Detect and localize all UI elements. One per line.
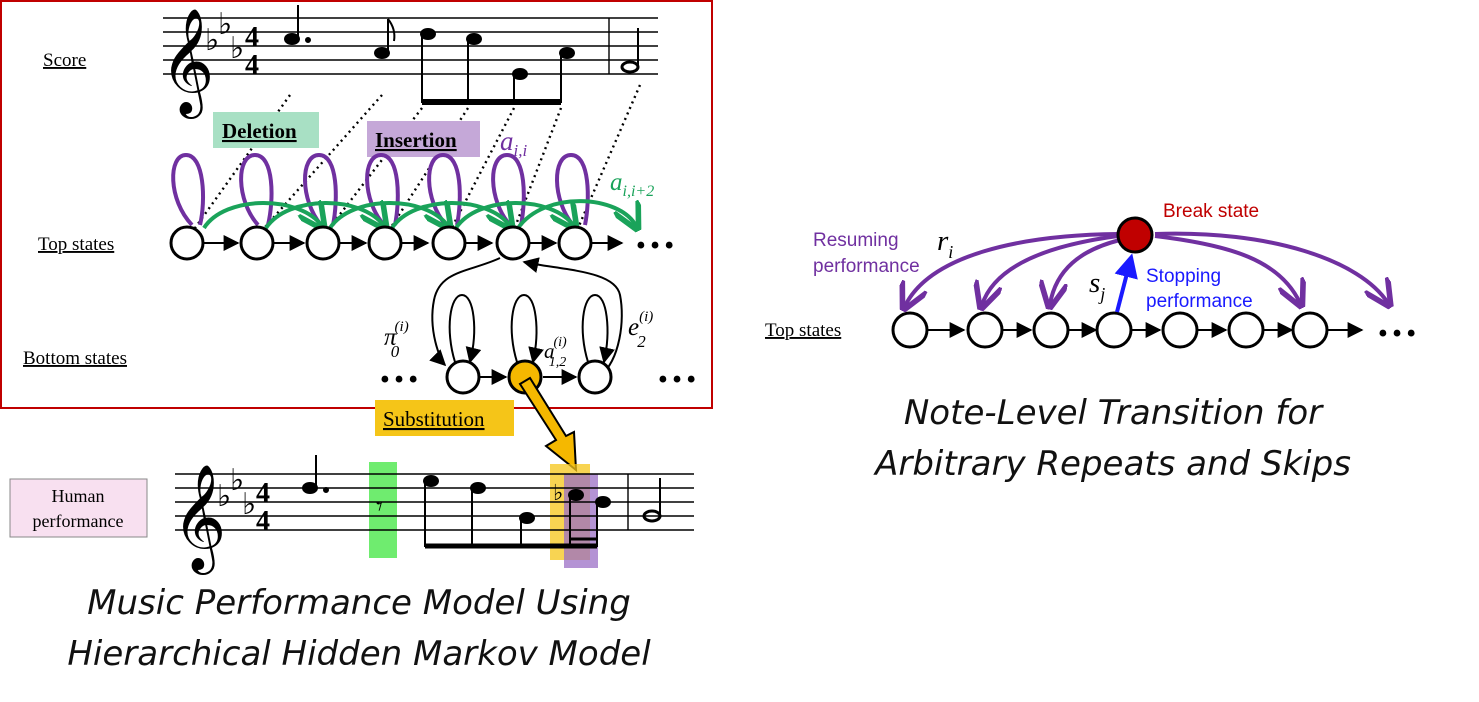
break-state-label: Break state [1163,201,1259,222]
flat-sign-icon: ♭ [217,479,231,514]
substitution-tag-bg [375,400,514,436]
right-top-ellipsis: … [1376,300,1418,346]
right-caption-line2: Arbitrary Repeats and Skips [873,444,1351,484]
resuming-arcs [905,231,1388,306]
time-signature: 4 [256,506,270,537]
break-state-node [1116,216,1154,254]
score-notes [284,5,640,105]
top-state-node [431,225,467,261]
right-top-state-node [1161,311,1199,349]
skip-transition-arcs [202,199,636,228]
human-performance-label: Human [52,486,105,506]
self-transition-loops [171,152,590,227]
top-states-ellipsis: … [634,212,676,258]
right-top-state-node [966,311,1004,349]
aii2-label: ai,i+2 [610,169,654,200]
svg-text:♭: ♭ [553,481,563,506]
time-signature: 4 [245,50,259,81]
human-performance-box [9,478,148,538]
bottom-states-label: Bottom states [23,348,127,369]
alignment-lines [189,84,642,236]
resuming-label: Resuming [813,230,899,251]
stopping-label: Stopping [1146,266,1221,287]
right-top-state-chain: … [891,300,1418,349]
right-caption-line1: Note-Level Transition for [904,393,1324,433]
substitution-tag: Substitution [383,407,485,431]
left-caption-line1: Music Performance Model Using [87,583,631,623]
top-state-chain: … [169,212,676,261]
top-state-node [305,225,341,261]
stopping-arrow [1114,253,1138,313]
time-signature: 4 [245,22,259,53]
treble-clef-icon: 𝄞 [160,7,214,119]
top-state-node [557,225,593,261]
treble-clef-icon: 𝄞 [172,463,226,575]
top-states-label-right: Top states [765,320,841,341]
insertion-tag: Insertion [375,128,457,152]
pi-label: π(i)0 [384,319,409,361]
flat-sign-icon: ♭ [205,23,219,58]
stopping-label: performance [1146,291,1253,312]
time-signature: 4 [256,478,270,509]
resuming-label: performance [813,256,920,277]
flat-sign-icon: ♭ [230,31,244,66]
top-state-node [367,225,403,261]
score-label: Score [43,50,86,71]
substitution-arrow [518,376,578,473]
aii-label: ai,i [500,126,527,160]
top-state-node [169,225,205,261]
e-label: e(i)2 [628,309,653,351]
insertion-tag-bg [367,121,480,157]
r-label: ri [937,225,953,262]
deletion-tag-bg [213,112,319,148]
model-frame [0,0,713,409]
bottom-state-node [445,359,481,395]
s-label: sj [1089,267,1105,304]
deletion-tag: Deletion [222,119,297,143]
flat-sign-icon: ♭ [218,7,232,42]
top-states-label: Top states [38,234,114,255]
right-top-state-node [1032,311,1070,349]
right-top-state-node [1095,311,1133,349]
human-performance-label: performance [33,511,124,531]
top-state-node [495,225,531,261]
bottom-state-subchain [429,257,623,385]
right-top-state-node [1291,311,1329,349]
score-staff [163,17,658,75]
top-state-node [239,225,275,261]
right-top-state-node [1227,311,1265,349]
flat-sign-icon: ♭ [242,487,256,522]
performance-notes: 𝄾 ♭ [302,455,662,549]
a12-label: a(i)1,2 [544,335,567,370]
bottom-ellipsis-left: … [378,346,420,392]
bottom-state-node [577,359,613,395]
performance-staff [175,473,694,531]
flat-sign-icon: ♭ [230,463,244,498]
svg-text:𝄾: 𝄾 [376,492,383,522]
left-caption-line2: Hierarchical Hidden Markov Model [67,634,651,674]
bottom-ellipsis-right: … [656,346,698,392]
right-top-state-node [891,311,929,349]
deletion-highlight [369,462,397,558]
